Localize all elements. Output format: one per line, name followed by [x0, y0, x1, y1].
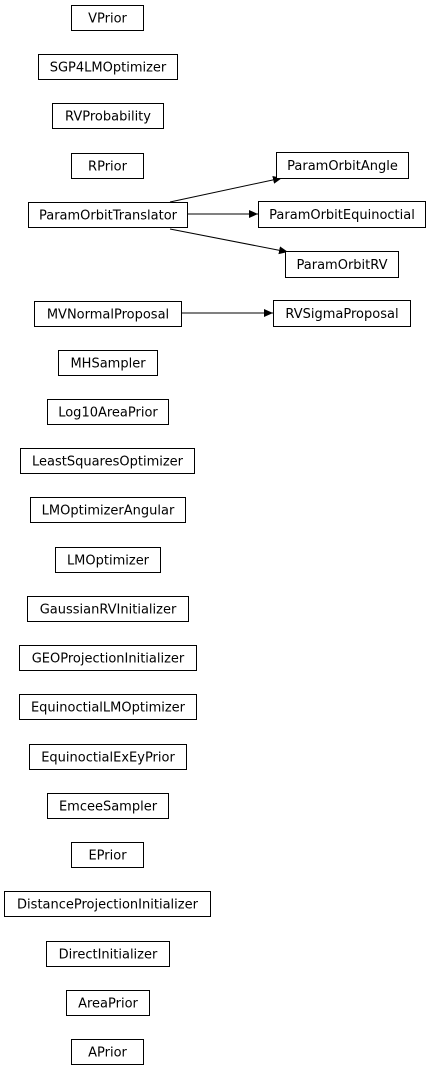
- node-box: [66, 990, 150, 1016]
- node-emcee-sampler: EmceeSampler: [47, 793, 169, 819]
- node-least-squares-optimizer: LeastSquaresOptimizer: [20, 448, 195, 474]
- node-label: ParamOrbitRV: [297, 258, 388, 273]
- node-e-prior: EPrior: [71, 842, 144, 868]
- node-param-orbit-translator: ParamOrbitTranslator: [28, 202, 188, 228]
- node-label: GEOProjectionInitializer: [32, 652, 185, 667]
- node-v-prior: VPrior: [71, 5, 144, 31]
- node-geo-projection-initializer: GEOProjectionInitializer: [19, 645, 197, 671]
- node-box: [19, 694, 197, 720]
- node-equinoctial-ex-ey-prior: EquinoctialExEyPrior: [29, 744, 187, 770]
- node-r-prior: RPrior: [71, 153, 144, 179]
- nodes-layer: VPriorSGP4LMOptimizerRVProbabilityRPrior…: [4, 5, 426, 1065]
- node-label: LMOptimizerAngular: [42, 504, 175, 519]
- node-equinoctial-lm-optimizer: EquinoctialLMOptimizer: [19, 694, 197, 720]
- node-param-orbit-rv: ParamOrbitRV: [285, 251, 399, 278]
- node-label: EquinoctialExEyPrior: [41, 751, 175, 766]
- node-box: [27, 596, 189, 622]
- node-mh-sampler: MHSampler: [58, 350, 158, 376]
- node-mv-normal-proposal: MVNormalProposal: [34, 301, 182, 327]
- node-box: [258, 201, 426, 228]
- node-label: Log10AreaPrior: [58, 406, 158, 421]
- node-label: AreaPrior: [78, 997, 138, 1012]
- node-sgp4-lm-optimizer: SGP4LMOptimizer: [38, 54, 178, 80]
- node-box: [19, 645, 197, 671]
- node-param-orbit-equinoctial: ParamOrbitEquinoctial: [258, 201, 426, 228]
- node-label: EmceeSampler: [59, 800, 158, 815]
- node-label: ParamOrbitAngle: [287, 159, 398, 174]
- node-label: MHSampler: [70, 357, 146, 372]
- node-box: [20, 448, 195, 474]
- edge-param-orbit-translator-to-param-orbit-angle: [169, 175, 283, 203]
- node-box: [47, 793, 169, 819]
- node-gaussian-rv-initializer: GaussianRVInitializer: [27, 596, 189, 622]
- node-log10-area-prior: Log10AreaPrior: [47, 399, 169, 425]
- node-box: [47, 399, 169, 425]
- node-box: [4, 891, 211, 917]
- node-label: RVProbability: [65, 110, 151, 125]
- node-rv-sigma-proposal: RVSigmaProposal: [273, 300, 411, 327]
- node-box: [52, 103, 164, 129]
- node-box: [55, 547, 161, 573]
- node-box: [30, 497, 186, 523]
- node-label: LeastSquaresOptimizer: [32, 455, 184, 470]
- node-box: [46, 941, 170, 967]
- node-box: [29, 744, 187, 770]
- node-box: [71, 1039, 144, 1065]
- node-box: [28, 202, 188, 228]
- node-label: ParamOrbitEquinoctial: [269, 208, 415, 223]
- node-label: RVSigmaProposal: [285, 307, 398, 322]
- node-box: [71, 153, 144, 179]
- node-a-prior: APrior: [71, 1039, 144, 1065]
- node-box: [71, 5, 144, 31]
- node-area-prior: AreaPrior: [66, 990, 150, 1016]
- node-box: [285, 251, 399, 278]
- node-box: [273, 300, 411, 327]
- node-label: EquinoctialLMOptimizer: [31, 701, 186, 716]
- node-label: EPrior: [88, 849, 127, 864]
- node-box: [58, 350, 158, 376]
- node-box: [276, 152, 409, 179]
- node-distance-projection-initializer: DistanceProjectionInitializer: [4, 891, 211, 917]
- node-lm-optimizer-angular: LMOptimizerAngular: [30, 497, 186, 523]
- node-label: ParamOrbitTranslator: [39, 209, 178, 224]
- node-label: RPrior: [88, 160, 128, 175]
- node-label: VPrior: [88, 12, 127, 27]
- node-box: [38, 54, 178, 80]
- node-box: [34, 301, 182, 327]
- node-label: LMOptimizer: [67, 554, 150, 569]
- node-label: APrior: [88, 1046, 127, 1061]
- node-label: DirectInitializer: [59, 948, 158, 963]
- node-label: MVNormalProposal: [47, 308, 169, 323]
- node-rv-probability: RVProbability: [52, 103, 164, 129]
- node-direct-initializer: DirectInitializer: [46, 941, 170, 967]
- edge-param-orbit-translator-to-param-orbit-rv: [169, 228, 289, 255]
- node-label: DistanceProjectionInitializer: [17, 898, 199, 913]
- node-label: SGP4LMOptimizer: [50, 61, 167, 76]
- node-box: [71, 842, 144, 868]
- node-param-orbit-angle: ParamOrbitAngle: [276, 152, 409, 179]
- edges-layer: [169, 175, 289, 317]
- node-label: GaussianRVInitializer: [40, 603, 177, 618]
- node-lm-optimizer: LMOptimizer: [55, 547, 161, 573]
